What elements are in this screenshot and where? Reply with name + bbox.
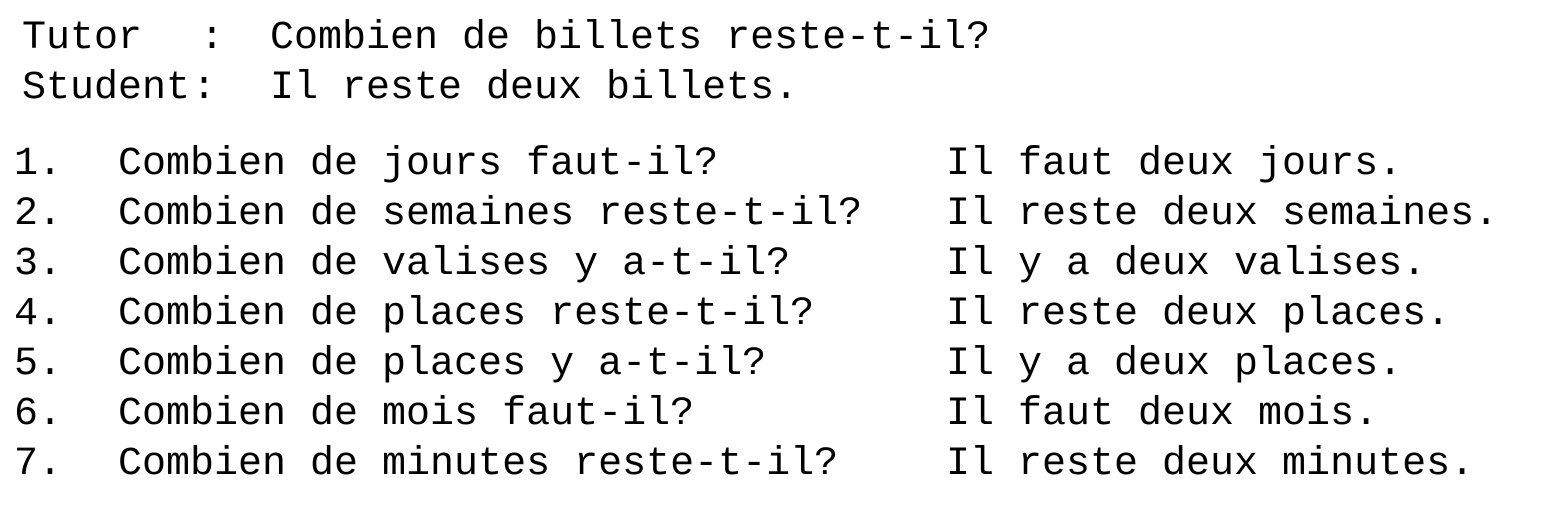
drill-item-answer: Il faut deux jours.	[946, 142, 1403, 187]
drill-item-5: 5. Combien de places y a-t-il? Il y a de…	[14, 342, 1554, 388]
drill-item-2: 2. Combien de semaines reste-t-il? Il re…	[14, 192, 1554, 238]
drill-item-number: 7.	[14, 442, 63, 487]
drill-item-question: Combien de jours faut-il?	[118, 142, 719, 187]
drill-item-answer: Il y a deux valises.	[946, 242, 1427, 287]
drill-item-1: 1. Combien de jours faut-il? Il faut deu…	[14, 142, 1554, 188]
example-student-colon: :	[192, 66, 217, 111]
example-tutor-colon: :	[200, 16, 225, 61]
drill-item-answer: Il reste deux places.	[946, 292, 1451, 337]
drill-item-7: 7. Combien de minutes reste-t-il? Il res…	[14, 442, 1554, 488]
drill-item-answer: Il y a deux places.	[946, 342, 1403, 387]
drill-item-4: 4. Combien de places reste-t-il? Il rest…	[14, 292, 1554, 338]
drill-item-number: 2.	[14, 192, 63, 237]
example-tutor-speaker: Tutor	[22, 16, 143, 61]
drill-item-number: 4.	[14, 292, 63, 337]
drill-item-question: Combien de minutes reste-t-il?	[118, 442, 839, 487]
drill-item-number: 1.	[14, 142, 63, 187]
drill-item-3: 3. Combien de valises y a-t-il? Il y a d…	[14, 242, 1554, 288]
drill-item-answer: Il reste deux semaines.	[946, 192, 1499, 237]
example-tutor-text: Combien de billets reste-t-il?	[270, 16, 991, 61]
example-student-line: Student : Il reste deux billets.	[22, 66, 1122, 112]
drill-item-answer: Il faut deux mois.	[946, 392, 1379, 437]
drill-item-number: 6.	[14, 392, 63, 437]
drill-item-6: 6. Combien de mois faut-il? Il faut deux…	[14, 392, 1554, 438]
drill-item-question: Combien de places reste-t-il?	[118, 292, 815, 337]
drill-item-question: Combien de places y a-t-il?	[118, 342, 767, 387]
drill-item-question: Combien de mois faut-il?	[118, 392, 695, 437]
drill-item-question: Combien de valises y a-t-il?	[118, 242, 791, 287]
drill-item-number: 3.	[14, 242, 63, 287]
drill-item-number: 5.	[14, 342, 63, 387]
drill-item-question: Combien de semaines reste-t-il?	[118, 192, 863, 237]
example-tutor-line: Tutor : Combien de billets reste-t-il?	[22, 16, 1122, 62]
drill-item-answer: Il reste deux minutes.	[946, 442, 1475, 487]
example-student-text: Il reste deux billets.	[270, 66, 799, 111]
example-student-speaker: Student	[22, 66, 191, 111]
